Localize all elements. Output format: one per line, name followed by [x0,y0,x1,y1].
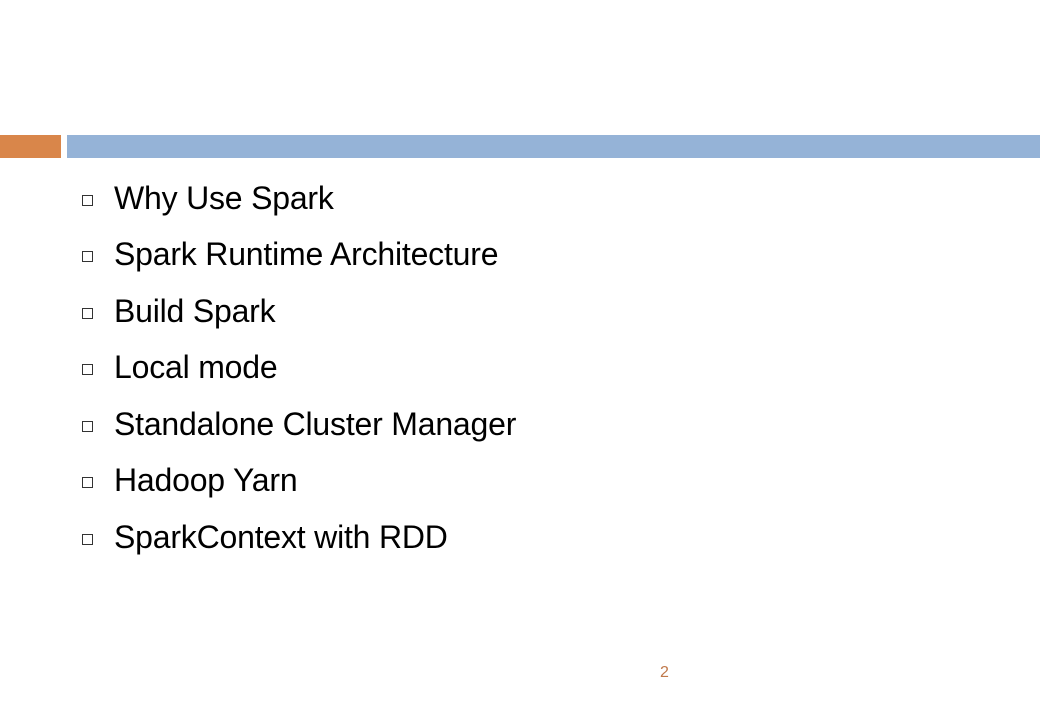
list-item: Spark Runtime Architecture [82,227,516,284]
square-bullet-icon [82,533,93,545]
list-item: Local mode [82,340,516,397]
square-bullet-icon [82,194,93,206]
bullet-text: Build Spark [114,292,276,329]
bullet-text: Hadoop Yarn [114,462,298,499]
square-bullet-icon [82,477,93,489]
square-bullet-icon [82,251,93,263]
list-item: Standalone Cluster Manager [82,396,516,453]
accent-bar-orange [0,135,61,158]
list-item: Hadoop Yarn [82,453,516,510]
bullet-text: Spark Runtime Architecture [114,236,499,273]
bullet-text: SparkContext with RDD [114,518,448,555]
bullet-text: Standalone Cluster Manager [114,405,517,442]
bullet-text: Why Use Spark [114,179,334,216]
list-item: SparkContext with RDD [82,509,516,566]
square-bullet-icon [82,420,93,432]
list-item: Build Spark [82,283,516,340]
accent-bar-blue [67,135,1040,158]
slide-number: 2 [660,664,669,681]
bullet-text: Local mode [114,349,278,386]
square-bullet-icon [82,364,93,376]
bullet-list: Why Use Spark Spark Runtime Architecture… [82,170,516,566]
square-bullet-icon [82,307,93,319]
list-item: Why Use Spark [82,170,516,227]
